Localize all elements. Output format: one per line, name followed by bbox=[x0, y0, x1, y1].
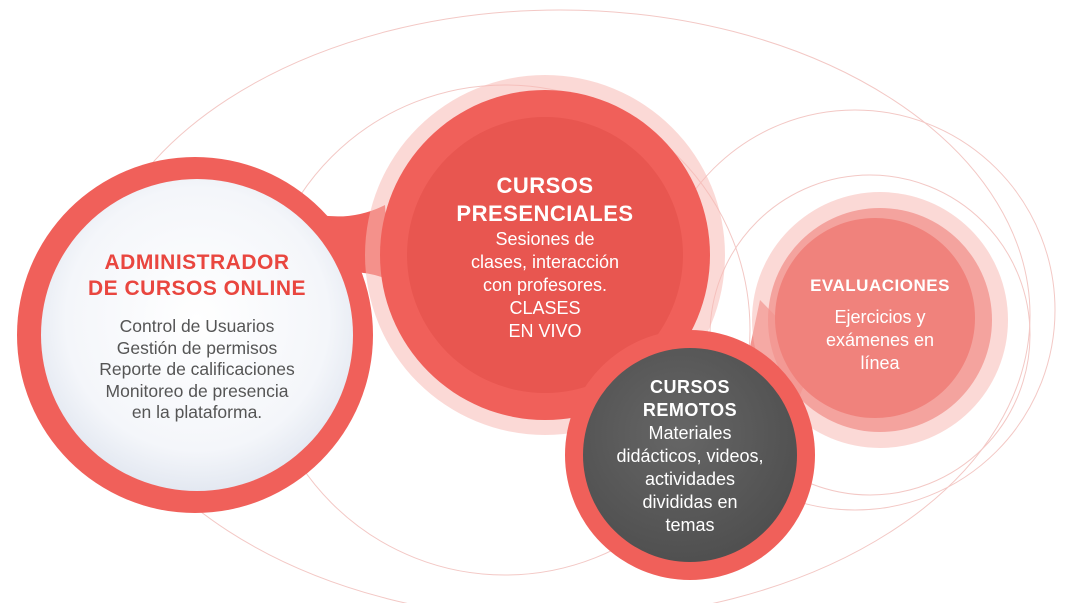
admin-description: Control de Usuarios Gestión de permisos … bbox=[99, 316, 295, 422]
evaluaciones-label: EVALUACIONES Ejercicios y exámenes en lí… bbox=[780, 274, 980, 375]
remotos-description: Materiales didácticos, videos, actividad… bbox=[616, 423, 764, 535]
evaluaciones-title: EVALUACIONES bbox=[810, 276, 950, 295]
remotos-node bbox=[565, 330, 815, 580]
evaluaciones-description: Ejercicios y exámenes en línea bbox=[825, 307, 935, 373]
admin-label: ADMINISTRADOR DE CURSOS ONLINE Control d… bbox=[37, 250, 357, 424]
admin-title: ADMINISTRADOR DE CURSOS ONLINE bbox=[87, 251, 307, 300]
remotos-label: CURSOS REMOTOS Materiales didácticos, vi… bbox=[580, 376, 800, 537]
remotos-title: CURSOS REMOTOS bbox=[642, 377, 738, 420]
presenciales-label: CURSOS PRESENCIALES Sesiones de clases, … bbox=[400, 172, 690, 343]
admin-node bbox=[17, 157, 373, 513]
presenciales-description: Sesiones de clases, interacción con prof… bbox=[470, 229, 620, 341]
presenciales-title: CURSOS PRESENCIALES bbox=[456, 173, 634, 226]
evaluaciones-node bbox=[752, 192, 1008, 448]
